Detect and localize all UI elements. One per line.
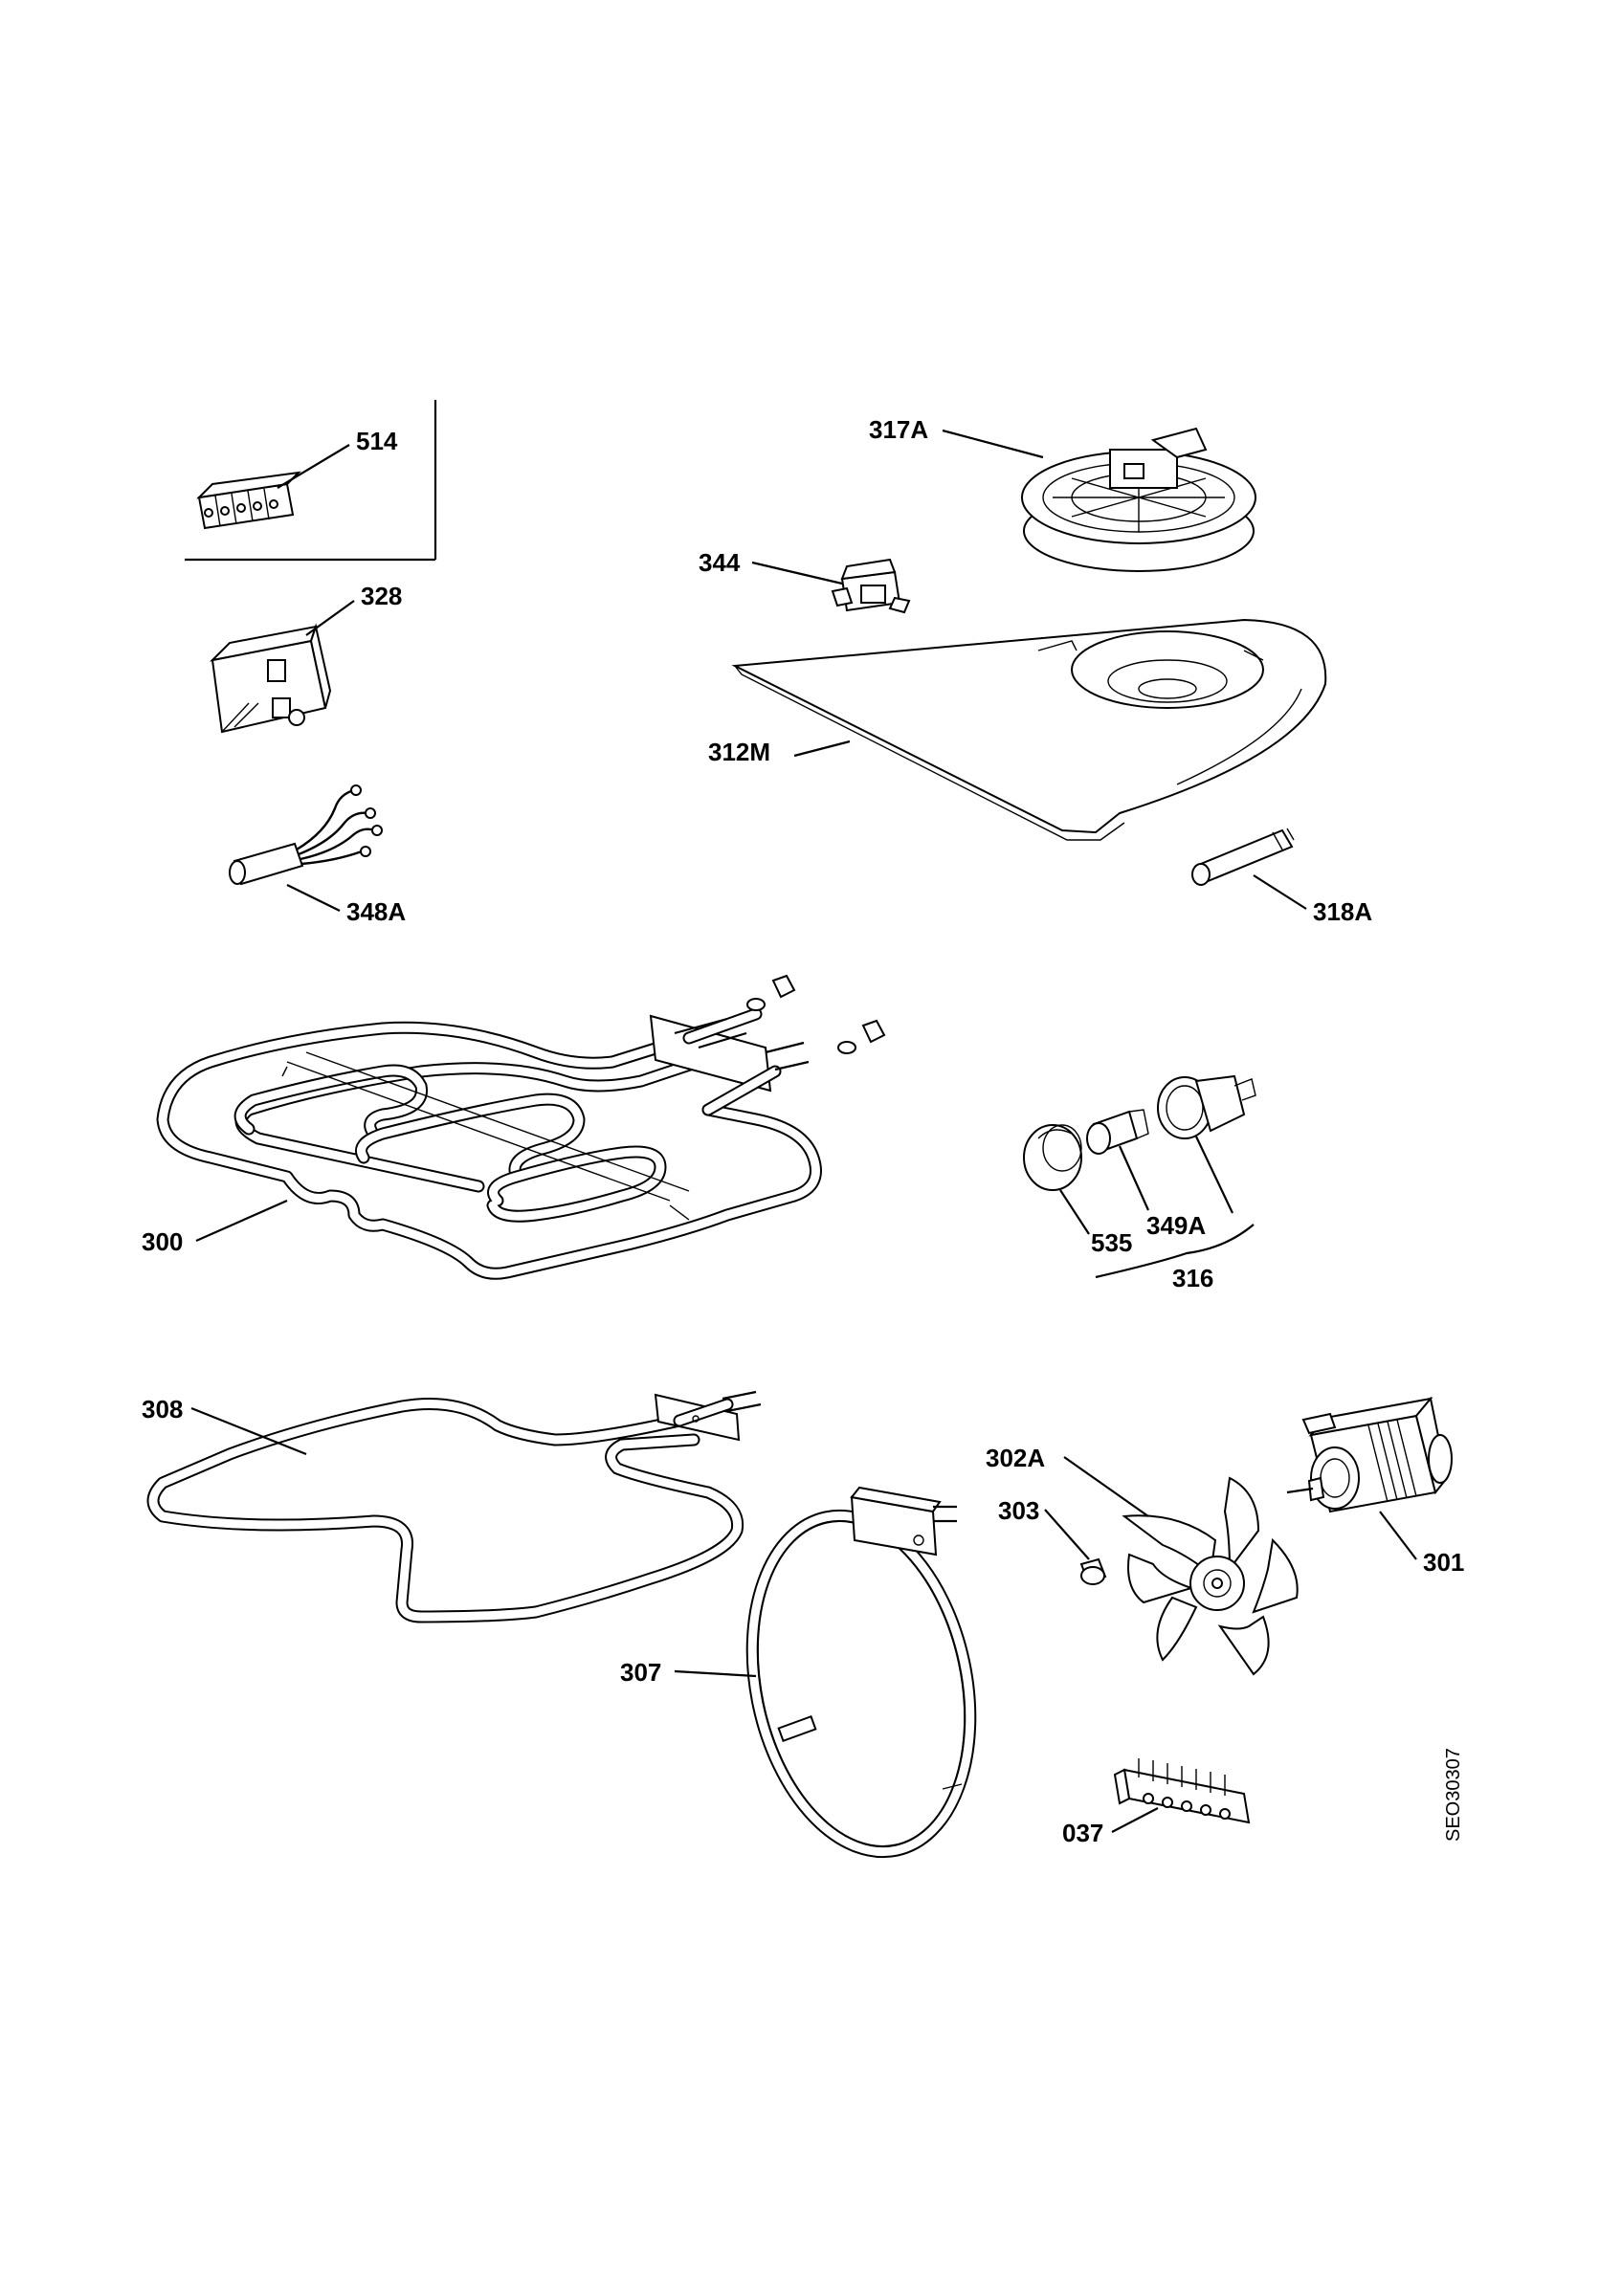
label-308: 308 bbox=[142, 1395, 183, 1424]
leader-307 bbox=[674, 1669, 757, 1678]
brace-316 bbox=[1095, 1224, 1255, 1279]
leader-301 bbox=[1379, 1511, 1417, 1560]
part-037-terminal-strip bbox=[1113, 1758, 1251, 1824]
leader-300 bbox=[195, 1199, 288, 1243]
label-302A: 302A bbox=[986, 1444, 1045, 1472]
part-514-terminal-block bbox=[196, 471, 301, 530]
leader-302A bbox=[1063, 1456, 1149, 1517]
leader-348A bbox=[286, 884, 341, 912]
part-308-bottom-element bbox=[146, 1390, 762, 1623]
label-307: 307 bbox=[620, 1658, 661, 1687]
part-302A-fan-blade bbox=[1122, 1476, 1299, 1676]
part-300-grill-element bbox=[156, 974, 886, 1280]
part-348A-capacitor bbox=[229, 784, 383, 886]
leader-535 bbox=[1059, 1189, 1090, 1235]
label-300: 300 bbox=[142, 1227, 183, 1256]
leader-308 bbox=[190, 1406, 307, 1456]
part-318A-tube bbox=[1191, 828, 1295, 886]
label-312M: 312M bbox=[708, 738, 770, 766]
part-328-switch bbox=[209, 623, 332, 734]
label-328: 328 bbox=[361, 582, 402, 610]
leader-316-holder bbox=[1195, 1136, 1233, 1214]
label-316: 316 bbox=[1172, 1264, 1213, 1292]
part-301-fan-motor bbox=[1286, 1396, 1453, 1513]
part-303-nut bbox=[1079, 1557, 1107, 1585]
label-348A: 348A bbox=[346, 897, 406, 926]
label-349A: 349A bbox=[1146, 1211, 1206, 1240]
leader-303 bbox=[1044, 1509, 1090, 1560]
label-535: 535 bbox=[1091, 1228, 1132, 1257]
leader-312M bbox=[793, 740, 851, 758]
part-349A-lamp-bulb bbox=[1086, 1109, 1149, 1155]
leader-328 bbox=[305, 600, 355, 636]
label-303: 303 bbox=[998, 1496, 1039, 1525]
label-037: 037 bbox=[1062, 1819, 1103, 1847]
leader-344 bbox=[751, 561, 843, 585]
label-318A: 318A bbox=[1313, 897, 1372, 926]
part-514-frame bbox=[185, 400, 437, 562]
label-514: 514 bbox=[356, 427, 398, 455]
label-344: 344 bbox=[699, 548, 741, 577]
part-312M-fan-cover bbox=[731, 618, 1327, 841]
leader-349A bbox=[1118, 1145, 1150, 1211]
drawing-code: SEO30307 bbox=[1443, 1748, 1464, 1842]
part-317A-fan-motor bbox=[1021, 427, 1256, 572]
part-344-bracket bbox=[831, 558, 911, 614]
leader-318A bbox=[1253, 874, 1307, 910]
leader-514 bbox=[277, 444, 350, 489]
part-316-lamp-holder bbox=[1157, 1074, 1256, 1139]
label-317A: 317A bbox=[869, 415, 928, 444]
label-301: 301 bbox=[1423, 1548, 1464, 1577]
part-535-lamp-cover bbox=[1023, 1124, 1082, 1191]
leader-037 bbox=[1111, 1807, 1159, 1833]
leader-317A bbox=[942, 429, 1044, 459]
part-307-circular-element bbox=[745, 1486, 977, 1859]
